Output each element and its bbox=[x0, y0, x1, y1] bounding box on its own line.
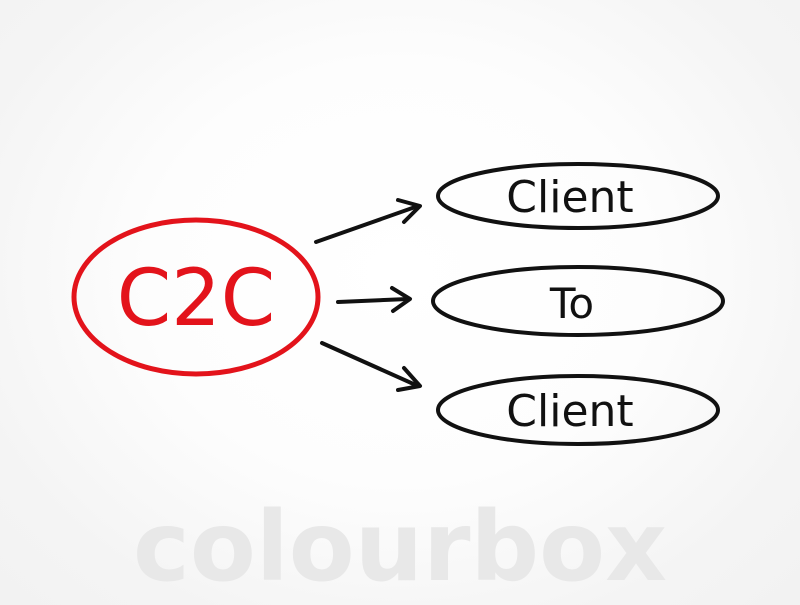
acronym-label: C2C bbox=[117, 254, 276, 344]
item-ellipse bbox=[436, 162, 720, 230]
item-ellipse bbox=[436, 374, 720, 446]
item-node-1: Client bbox=[436, 162, 720, 230]
item-node-3: Client bbox=[436, 374, 720, 446]
arrow-to-item-2 bbox=[336, 286, 412, 313]
arrow-to-item-1 bbox=[314, 198, 422, 244]
acronym-ellipse bbox=[71, 217, 321, 377]
item-label: Client bbox=[506, 386, 633, 437]
acronym-node: C2C bbox=[71, 217, 321, 377]
item-ellipse bbox=[431, 265, 725, 337]
watermark: colourbox bbox=[133, 491, 667, 603]
item-label: Client bbox=[506, 172, 633, 223]
item-node-2: To bbox=[431, 265, 725, 337]
item-label: To bbox=[549, 279, 594, 328]
arrow-to-item-3 bbox=[320, 341, 422, 392]
